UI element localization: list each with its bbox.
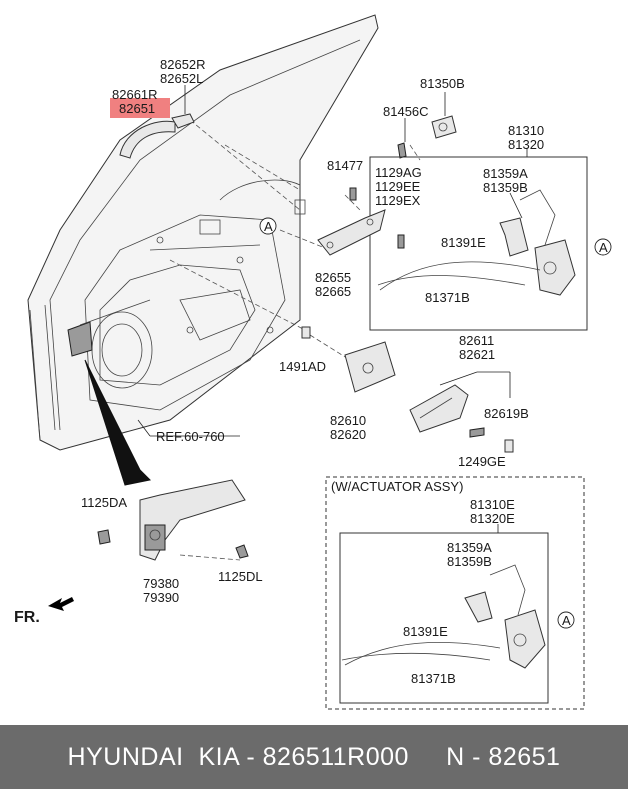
inside-handle-bezel [409, 371, 514, 453]
part-number-footer: HYUNDAI KIA - 826511R000 N - 82651 [0, 725, 628, 789]
part-labels: 82652R 82652L 82661R 82651 81350B 81456C… [14, 57, 612, 686]
label-a-right: A [599, 240, 608, 255]
label-82655: 82655 [315, 270, 351, 285]
door-frame [27, 14, 379, 486]
front-direction-arrow [48, 597, 74, 611]
label-81310e: 81310E [470, 497, 515, 512]
label-81371b-2: 81371B [411, 671, 456, 686]
label-82610: 82610 [330, 413, 366, 428]
label-79390: 79390 [143, 590, 179, 605]
label-81350b: 81350B [420, 76, 465, 91]
label-82651: 82651 [119, 101, 155, 116]
lock-assembly-top [369, 148, 588, 331]
label-82619b: 82619B [484, 406, 529, 421]
handle-bracket [317, 187, 405, 256]
callout-a-actuator [557, 611, 575, 629]
label-82620: 82620 [330, 427, 366, 442]
label-81371b: 81371B [425, 290, 470, 305]
outside-handle [119, 85, 195, 159]
label-81359a-2: 81359A [447, 540, 492, 555]
label-a-actuator: A [562, 613, 571, 628]
label-1129ee: 1129EE [375, 179, 421, 194]
callout-a-left [259, 217, 277, 235]
actuator-assembly [325, 476, 585, 710]
label-81477: 81477 [327, 158, 363, 173]
label-82611: 82611 [459, 333, 494, 348]
callout-a-right [594, 238, 612, 256]
label-81359b: 81359B [483, 180, 528, 195]
ref-pointer [137, 419, 240, 437]
striker-and-bolt [397, 92, 457, 159]
label-81456c: 81456C [383, 104, 429, 119]
label-82621: 82621 [459, 347, 495, 362]
label-81320e: 81320E [470, 511, 515, 526]
label-1125dl: 1125DL [218, 569, 263, 584]
label-a-left: A [264, 219, 273, 234]
label-1125da: 1125DA [81, 495, 127, 510]
label-actuator-title: (W/ACTUATOR ASSY) [331, 479, 463, 494]
label-81391e-2: 81391E [403, 624, 448, 639]
label-1129ag: 1129AG [375, 165, 422, 180]
label-1129ex: 1129EX [375, 193, 421, 208]
label-1491ad: 1491AD [279, 359, 326, 374]
label-82652l: 82652L [160, 71, 203, 86]
label-81359b-2: 81359B [447, 554, 492, 569]
label-81359a: 81359A [483, 166, 528, 181]
inside-handle-base [301, 326, 396, 393]
label-81320: 81320 [508, 137, 544, 152]
dash-leaders [169, 119, 421, 561]
highlight-82651 [110, 98, 170, 118]
door-parts-diagram: 82652R 82652L 82661R 82651 81350B 81456C… [14, 14, 612, 710]
label-82661r: 82661R [112, 87, 158, 102]
footer-part-number-text: HYUNDAI KIA - 826511R000 N - 82651 [67, 742, 561, 771]
label-81391e: 81391E [441, 235, 486, 250]
label-82652r: 82652R [160, 57, 206, 72]
label-1249ge: 1249GE [458, 454, 506, 469]
label-82665: 82665 [315, 284, 351, 299]
label-79380: 79380 [143, 576, 179, 591]
door-checker [97, 479, 249, 561]
label-fr: FR. [14, 609, 40, 626]
label-81310: 81310 [508, 123, 544, 138]
label-ref: REF.60-760 [156, 429, 225, 444]
